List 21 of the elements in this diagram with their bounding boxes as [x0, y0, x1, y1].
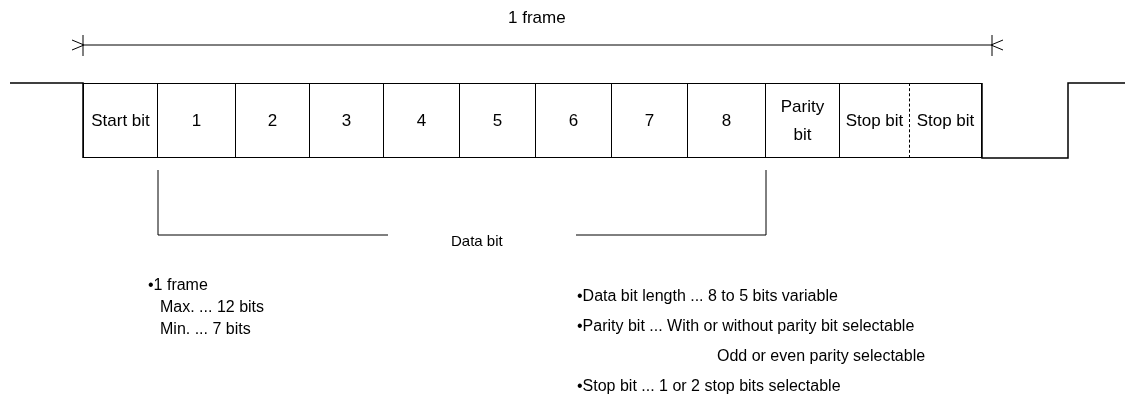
note-text: Max. ... 12 bits	[160, 298, 265, 316]
bit-cell: 3	[310, 83, 384, 158]
bit-cell: 1	[158, 83, 236, 158]
bit-cell: 7	[612, 83, 688, 158]
bit-cell: Stop bit	[910, 83, 982, 158]
bit-cell: 2	[236, 83, 310, 158]
bit-cell: 5	[460, 83, 536, 158]
note-text: Odd or even parity selectable	[717, 347, 926, 365]
note-text: Min. ... 7 bits	[160, 320, 251, 338]
bit-cell: Stop bit	[840, 83, 910, 158]
note-text: •1 frame	[148, 276, 208, 294]
note-text: •Data bit length ... 8 to 5 bits variable	[577, 287, 838, 305]
bit-cell: 8	[688, 83, 766, 158]
bit-cell: 4	[384, 83, 460, 158]
bracket-label: Data bit	[451, 232, 503, 249]
bit-cell: Parity bit	[766, 83, 840, 158]
dimension-label: 1 frame	[508, 8, 566, 28]
note-text: •Stop bit ... 1 or 2 stop bits selectable	[577, 377, 841, 395]
bit-cell: Start bit	[83, 83, 158, 158]
bit-cell: 6	[536, 83, 612, 158]
note-text: •Parity bit ... With or without parity bit selectable	[577, 317, 915, 335]
